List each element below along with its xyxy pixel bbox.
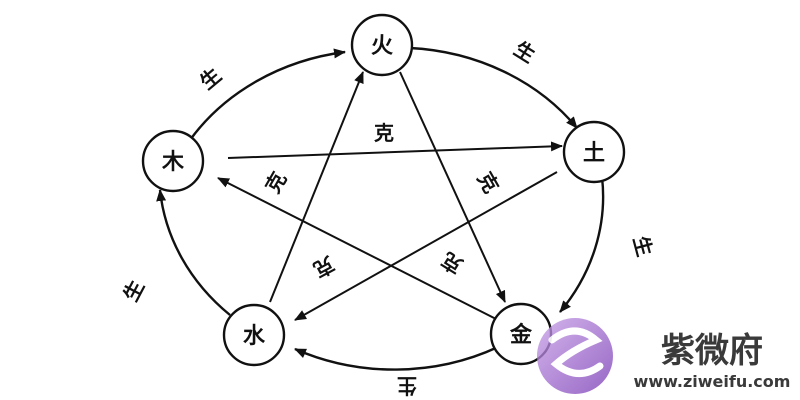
generate-label-water-wood: 生 — [119, 276, 150, 305]
generate-arc-metal-water — [294, 345, 499, 371]
node-water: 水 — [222, 303, 286, 367]
node-wood-label: 木 — [161, 150, 185, 175]
generate-arc-wood-fire — [189, 48, 346, 141]
node-fire-label: 火 — [371, 34, 393, 59]
node-earth-label: 土 — [583, 141, 605, 166]
overcome-line-earth-water — [294, 171, 558, 321]
node-wood: 木 — [141, 129, 205, 193]
generate-arc-fire-earth — [409, 46, 578, 129]
watermark-logo-swirl-icon — [548, 327, 604, 377]
overcome-line-fire-metal — [399, 71, 506, 303]
overcome-label-water-fire: 克 — [261, 168, 292, 197]
generate-label-wood-fire: 生 — [195, 63, 226, 94]
watermark-brand: 紫微府 — [661, 331, 763, 371]
overcome-label-fire-metal: 克 — [473, 168, 504, 197]
overcome-label-earth-water: 克 — [310, 252, 339, 283]
node-earth: 土 — [562, 120, 626, 184]
node-metal-label: 金 — [509, 322, 533, 348]
overcome-line-water-fire — [269, 71, 364, 303]
watermark-url: www.ziweifu.com — [634, 372, 791, 391]
generate-label-earth-metal: 生 — [629, 233, 657, 259]
overcome-label-metal-wood: 克 — [437, 248, 467, 279]
watermark: 紫微府 www.ziweifu.com — [537, 318, 790, 394]
node-fire: 火 — [350, 13, 414, 77]
generate-label-metal-water: 生 — [397, 374, 417, 398]
node-water-label: 水 — [243, 324, 266, 349]
overcome-line-wood-earth — [227, 141, 563, 159]
generate-label-fire-earth: 生 — [510, 37, 540, 68]
generate-arc-water-wood — [156, 189, 231, 316]
overcome-label-wood-earth: 克 — [374, 121, 394, 145]
generate-arc-earth-metal — [559, 176, 605, 313]
overcome-line-metal-wood — [217, 177, 499, 321]
